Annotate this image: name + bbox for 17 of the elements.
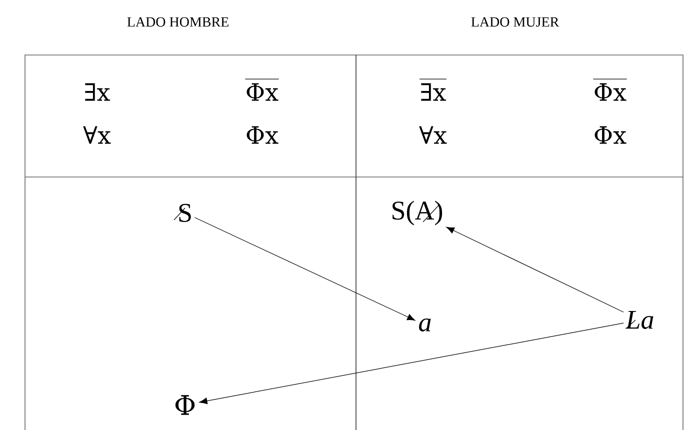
symbol-label: S	[174, 204, 191, 222]
formula-text: Φx	[244, 78, 280, 101]
formula-text: Φx	[246, 126, 278, 144]
symbol-label: a	[419, 318, 431, 332]
column-header: LADO MUJER	[471, 17, 560, 27]
arrow	[446, 226, 624, 312]
formula-text: ∀x	[83, 126, 111, 144]
formula-text: Φx	[594, 126, 626, 144]
formula-text: ∃x	[85, 83, 110, 101]
formula-text: Φx	[592, 78, 628, 101]
arrow	[194, 217, 416, 321]
arrow	[199, 322, 624, 404]
formula-text: ∃x	[419, 78, 447, 101]
symbol-label: Φ	[175, 395, 195, 415]
formula-text: ∀x	[419, 126, 447, 144]
symbol-label: La	[625, 311, 654, 329]
column-header: LADO HOMBRE	[127, 17, 228, 27]
